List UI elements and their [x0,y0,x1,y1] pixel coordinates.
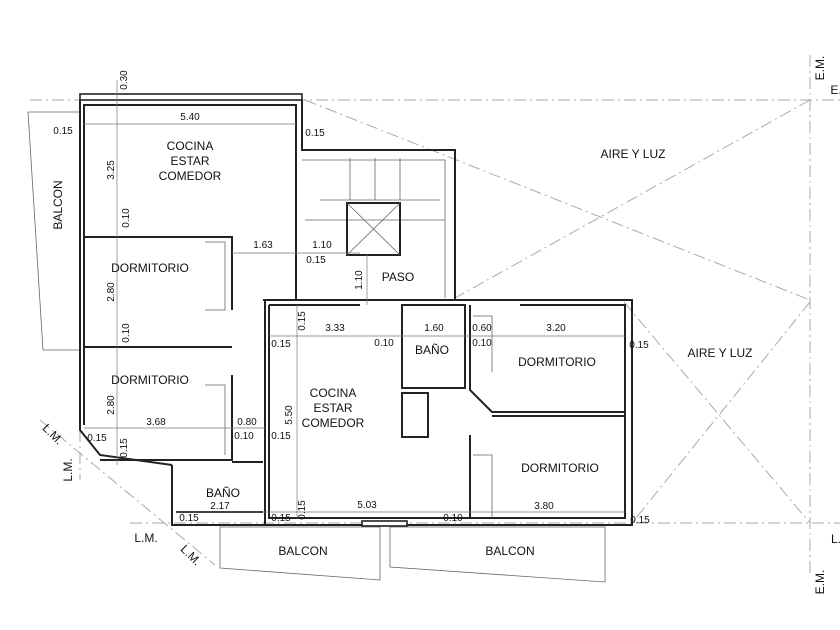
dimension-labels: 0.30 5.40 0.15 0.15 3.25 0.10 1.63 1.10 … [53,70,650,526]
room-label: DORMITORIO [518,355,596,369]
marker-label: L. [831,532,840,546]
dimension-label: 0.15 [87,433,107,444]
dimension-label: 0.15 [630,515,650,526]
dimension-label: 5.03 [357,500,377,511]
room-label: AIRE Y LUZ [688,346,753,360]
dimension-label: 0.10 [443,513,463,524]
dimension-label: 3.20 [546,323,566,334]
room-label: BALCON [51,180,65,229]
marker-label: L.M. [178,542,204,568]
reference-lines [30,55,840,575]
marker-label: E.M. [813,56,827,81]
room-label: BALCON [278,544,327,558]
dimension-label: 1.10 [354,270,365,290]
room-labels: COCINA ESTAR COMEDOR DORMITORIO DORMITOR… [51,139,752,558]
dimension-label: 0.15 [179,513,199,524]
dimension-label: 0.15 [297,311,308,331]
room-label: DORMITORIO [521,461,599,475]
dimension-label: 0.15 [271,431,291,442]
dimension-lines [84,80,625,518]
room-label: COMEDOR [159,169,222,183]
dimension-label: 3.25 [106,160,117,180]
dimension-label: 0.15 [629,340,649,351]
room-label: DORMITORIO [111,373,189,387]
walls [79,93,633,527]
room-label: ESTAR [313,401,352,415]
room-label: ESTAR [170,154,209,168]
marker-label: E.M. [813,570,827,595]
boundary-markers: L.M. L.M. L.M. L.M. E.M. E. E.M. L. [40,56,840,595]
dimension-label: 0.15 [271,513,291,524]
dimension-label: 1.10 [312,240,332,251]
room-label: COCINA [310,386,357,400]
dimension-label: 5.40 [180,112,200,123]
dimension-label: 0.10 [472,338,492,349]
dimension-label: 0.15 [306,255,326,266]
dimension-label: 0.10 [121,208,132,228]
dimension-label: 3.68 [146,417,166,428]
dimension-label: 0.30 [119,70,130,90]
room-label: COMEDOR [302,416,365,430]
dimension-label: 1.63 [253,240,273,251]
dimension-label: 0.15 [297,500,308,520]
dimension-label: 2.17 [210,501,230,512]
room-label: BAÑO [206,486,240,500]
dimension-label: 3.80 [534,501,554,512]
room-label: AIRE Y LUZ [601,147,666,161]
room-label: PASO [382,270,414,284]
dimension-label: 0.10 [234,431,254,442]
room-label: BALCON [485,544,534,558]
dimension-label: 5.50 [284,405,295,425]
dimension-label: 0.15 [53,126,73,137]
dimension-label: 2.80 [106,395,117,415]
dimension-label: 0.15 [119,438,130,458]
dimension-label: 1.60 [424,323,444,334]
room-label: BAÑO [415,343,449,357]
marker-label: E. [830,83,840,97]
dimension-label: 0.60 [472,323,492,334]
marker-label: L.M. [40,421,66,447]
room-label: COCINA [167,139,214,153]
dimension-label: 0.10 [121,323,132,343]
marker-label: L.M. [134,531,157,545]
dimension-label: 0.80 [237,417,257,428]
dimension-label: 0.15 [271,339,291,350]
dimension-label: 0.10 [374,338,394,349]
dimension-label: 3.33 [325,323,345,334]
dimension-label: 0.15 [305,128,325,139]
room-label: DORMITORIO [111,261,189,275]
dimension-label: 2.80 [106,282,117,302]
marker-label: L.M. [61,458,75,481]
